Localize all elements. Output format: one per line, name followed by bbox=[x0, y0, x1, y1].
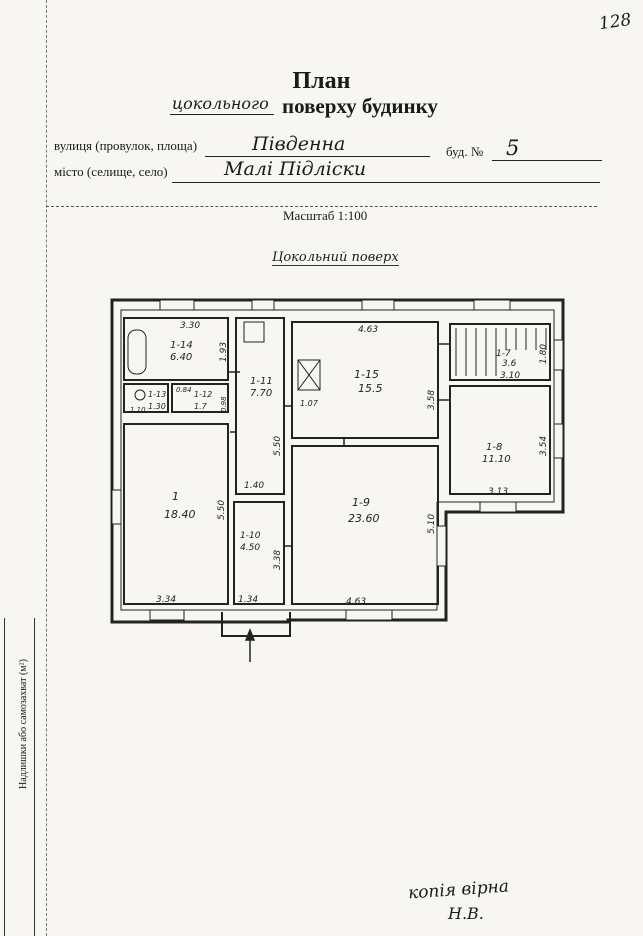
room-area: 6.40 bbox=[170, 352, 192, 363]
dimension: 4.63 bbox=[358, 325, 378, 335]
sink bbox=[243, 321, 265, 343]
room-area: 18.40 bbox=[164, 508, 196, 521]
city-underline bbox=[172, 182, 600, 183]
room-1-13-wall bbox=[123, 383, 169, 413]
dimension: 4.63 bbox=[346, 597, 366, 607]
room-id: 1-7 bbox=[496, 349, 511, 359]
dimension: 3.38 bbox=[273, 550, 283, 570]
room-1-14-wall bbox=[123, 317, 229, 381]
room-area: 23.60 bbox=[348, 512, 380, 525]
dimension: 0.98 bbox=[220, 396, 228, 412]
floor-title-line: цокольного поверху будинку bbox=[150, 92, 480, 122]
window bbox=[479, 501, 517, 513]
side-stamp-lines bbox=[34, 618, 35, 936]
entrance-arrowhead bbox=[244, 627, 256, 641]
street-value: Південна bbox=[252, 133, 346, 155]
page-title: План bbox=[292, 68, 351, 94]
room-id: 1-9 bbox=[352, 496, 370, 509]
room-1-11-wall bbox=[235, 317, 285, 495]
room-1-7-wall bbox=[449, 323, 551, 381]
dimension: 3.30 bbox=[180, 321, 200, 331]
margin-line bbox=[46, 0, 47, 936]
dimension: 1.93 bbox=[219, 342, 229, 362]
room-id: 1-11 bbox=[250, 376, 273, 387]
porch bbox=[221, 612, 291, 637]
scale-label: Масштаб 1:100 bbox=[283, 208, 368, 223]
boiler bbox=[297, 359, 321, 391]
room-id: 1-12 bbox=[194, 390, 212, 399]
dimension: 3.54 bbox=[539, 436, 549, 456]
room-1-12-wall bbox=[171, 383, 229, 413]
room-1-9-wall bbox=[291, 445, 439, 605]
city-label: місто (селище, село) bbox=[54, 164, 168, 179]
dimension: 3.10 bbox=[500, 371, 520, 381]
window bbox=[361, 299, 395, 311]
dimension: 0.84 bbox=[176, 386, 192, 394]
side-stamp-box: Надлишки або самозахват (м²) bbox=[4, 618, 46, 936]
room-area: 15.5 bbox=[358, 382, 383, 395]
window bbox=[111, 489, 122, 525]
window bbox=[251, 299, 275, 311]
header-separator bbox=[46, 206, 597, 207]
dimension: 3.58 bbox=[427, 390, 437, 410]
room-area: 11.10 bbox=[482, 454, 511, 465]
city-value: Малі Підліски bbox=[224, 158, 367, 180]
side-stamp-lines bbox=[4, 618, 5, 936]
room-id: 1 bbox=[172, 490, 179, 503]
window bbox=[345, 609, 393, 621]
room-1-10-wall bbox=[233, 501, 285, 605]
building-label: буд. № bbox=[446, 144, 484, 159]
floor-handwritten: цокольного bbox=[172, 94, 269, 113]
floor-underline bbox=[170, 114, 274, 115]
room-1-15-wall bbox=[291, 321, 439, 439]
dimension: 5.50 bbox=[273, 436, 283, 456]
dimension: 1.34 bbox=[238, 595, 258, 605]
room-area: 4.50 bbox=[240, 543, 260, 553]
dimension: 3.34 bbox=[156, 595, 176, 605]
window bbox=[553, 339, 564, 371]
dimension: 1.80 bbox=[539, 344, 549, 364]
floor-title-rest: поверху будинку bbox=[282, 94, 438, 118]
stairs bbox=[455, 328, 547, 376]
toilet bbox=[134, 389, 146, 401]
side-stamp-text: Надлишки або самозахват (м²) bbox=[18, 659, 29, 789]
street-label: вулиця (провулок, площа) bbox=[54, 138, 198, 153]
room-1-8-wall bbox=[449, 385, 551, 495]
bathtub bbox=[127, 329, 147, 375]
dimension: 1.40 bbox=[244, 481, 264, 491]
street-underline bbox=[205, 156, 430, 157]
window bbox=[159, 299, 195, 311]
window bbox=[553, 423, 564, 459]
dimension: 1.07 bbox=[300, 399, 319, 408]
room-id: 1-13 bbox=[148, 390, 166, 399]
room-area: 7.70 bbox=[250, 388, 272, 399]
room-area: 1.7 bbox=[194, 402, 208, 411]
room-id: 1-8 bbox=[486, 442, 502, 453]
floor-caption: Цокольний поверх bbox=[272, 250, 399, 266]
room-id: 1-14 bbox=[170, 340, 193, 351]
room-id: 1-15 bbox=[354, 368, 379, 381]
room-area: 3.6 bbox=[502, 359, 517, 369]
building-value: 5 bbox=[506, 136, 520, 160]
dimension-1-side: 5.50 bbox=[217, 500, 227, 520]
dimension: 1.10 bbox=[130, 406, 146, 414]
room-id: 1-10 bbox=[240, 531, 261, 541]
window bbox=[149, 609, 185, 621]
dimension: 5.10 bbox=[427, 514, 437, 534]
boiler-hatch bbox=[297, 359, 321, 391]
building-underline bbox=[492, 160, 602, 161]
room-1-wall bbox=[123, 423, 229, 605]
dimension: 3.13 bbox=[488, 487, 508, 497]
room-area: 1.30 bbox=[148, 402, 166, 411]
window bbox=[473, 299, 511, 311]
window bbox=[436, 525, 447, 567]
signature: Н.В. bbox=[448, 904, 484, 923]
